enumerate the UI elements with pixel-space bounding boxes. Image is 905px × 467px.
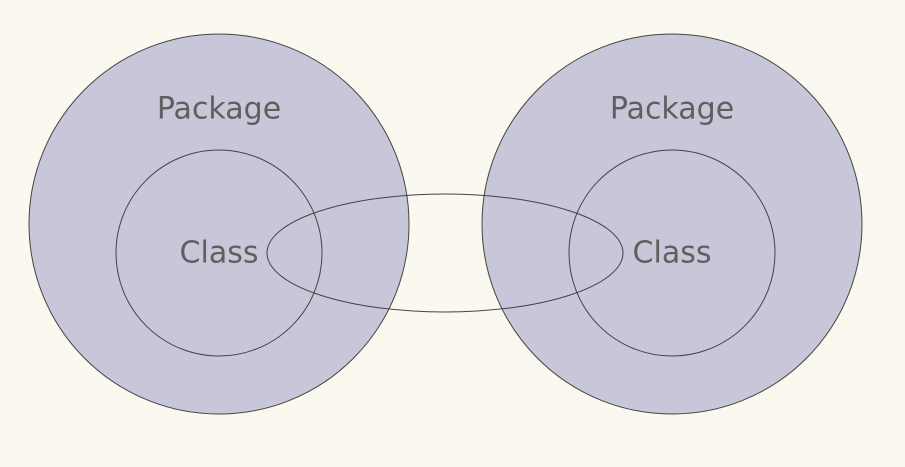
right-class-circle <box>568 149 776 357</box>
left-class-label: Class <box>180 236 259 271</box>
left-class-circle <box>115 149 323 357</box>
class-relationship-ellipse <box>266 193 624 313</box>
right-package-circle <box>481 33 863 415</box>
right-package-label: Package <box>610 92 734 127</box>
left-package-circle <box>28 33 410 415</box>
left-package-label: Package <box>157 92 281 127</box>
right-class-label: Class <box>633 236 712 271</box>
